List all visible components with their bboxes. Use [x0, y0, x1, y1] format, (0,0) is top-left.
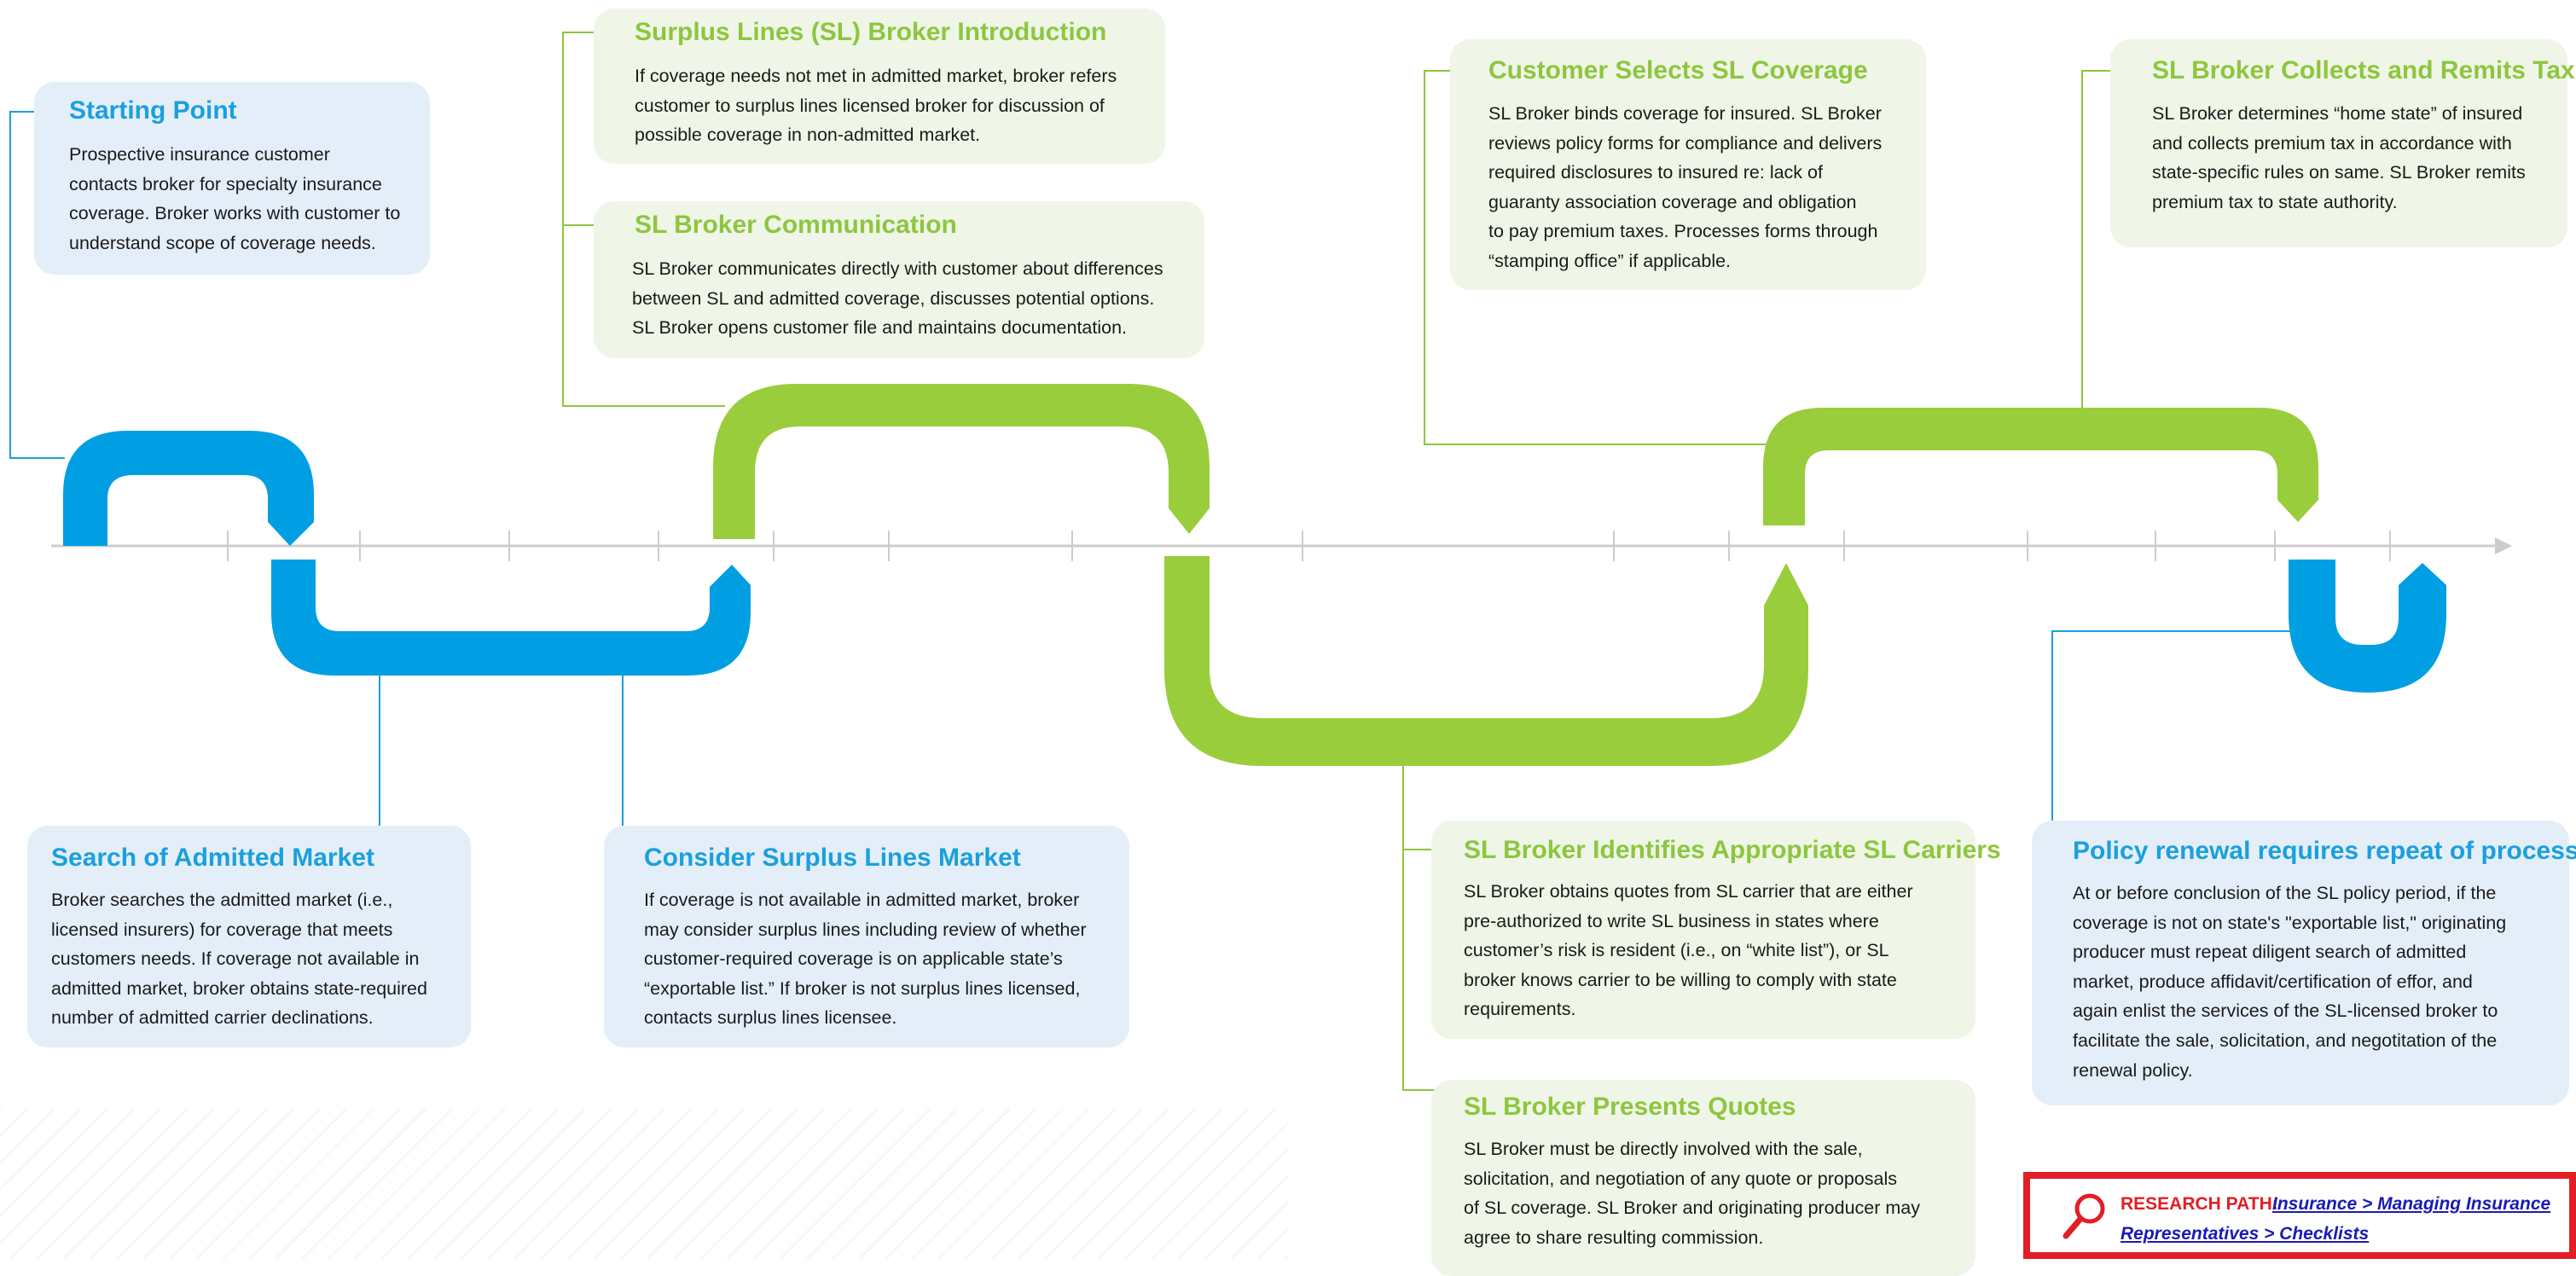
step-description: If coverage needs not met in admitted ma…: [635, 66, 1117, 146]
research-path-box: RESEARCH PATH: Insurance > Managing Insu…: [2023, 1172, 2576, 1259]
step-description: Broker searches the admitted market (i.e…: [51, 890, 427, 1029]
step-description: At or before conclusion of the SL policy…: [2073, 883, 2507, 1081]
step-card-sl-broker-presents-quotes: SL Broker Presents Quotes SL Broker must…: [1431, 1080, 1976, 1276]
step-title: Policy renewal requires repeat of proces…: [2073, 837, 2576, 865]
timeline-arrowhead: [2495, 537, 2512, 554]
timeline-ticks: [227, 531, 2391, 561]
flow-band-blue-renewal: [2289, 560, 2446, 693]
step-card-sl-broker-introduction: Surplus Lines (SL) Broker Introduction I…: [594, 9, 1165, 164]
step-title: SL Broker Communication: [635, 211, 957, 239]
background-stripes: [0, 1109, 1288, 1259]
step-title: Customer Selects SL Coverage: [1488, 56, 1868, 84]
step-card-customer-selects-coverage: Customer Selects SL Coverage SL Broker b…: [1450, 39, 1926, 290]
step-description: SL Broker must be directly involved with…: [1464, 1139, 1921, 1248]
step-card-sl-broker-communication: SL Broker Communication SL Broker commun…: [594, 201, 1204, 358]
flow-band-green-2: [1164, 556, 1808, 766]
step-title: SL Broker Identifies Appropriate SL Carr…: [1464, 836, 2001, 864]
research-path-link-continued[interactable]: Representatives > Checklists: [2121, 1224, 2370, 1244]
step-description: SL Broker communicates directly with cus…: [632, 258, 1163, 339]
magnifier-icon: [2063, 1193, 2105, 1239]
flow-band-blue-2: [271, 560, 751, 676]
step-title: SL Broker Collects and Remits Tax: [2152, 56, 2575, 84]
step-card-search-admitted-market: Search of Admitted Market Broker searche…: [27, 826, 471, 1047]
step-card-identify-sl-carriers: SL Broker Identifies Appropriate SL Carr…: [1431, 821, 2001, 1039]
step-description: SL Broker binds coverage for insured. SL…: [1488, 103, 1883, 271]
step-title: SL Broker Presents Quotes: [1464, 1093, 1796, 1121]
research-path-link[interactable]: Insurance > Managing Insurance: [2272, 1194, 2551, 1214]
step-title: Surplus Lines (SL) Broker Introduction: [635, 18, 1107, 46]
step-card-starting-point: Starting Point Prospective insurance cus…: [34, 82, 430, 275]
flow-band-green-3: [1763, 408, 2318, 525]
step-card-consider-surplus-lines: Consider Surplus Lines Market If coverag…: [604, 826, 1129, 1047]
step-title: Search of Admitted Market: [51, 844, 374, 872]
step-description: SL Broker obtains quotes from SL carrier…: [1464, 881, 1913, 1020]
step-description: If coverage is not available in admitted…: [644, 890, 1087, 1029]
research-path-label: RESEARCH PATH:: [2121, 1194, 2278, 1214]
flow-band-blue-1: [63, 431, 314, 546]
step-card-sl-broker-collects-tax: SL Broker Collects and Remits Tax SL Bro…: [2110, 39, 2575, 247]
step-description: SL Broker determines “home state” of ins…: [2152, 103, 2526, 212]
flow-band-green-1: [713, 384, 1210, 539]
step-card-policy-renewal: Policy renewal requires repeat of proces…: [2032, 821, 2576, 1105]
step-title: Consider Surplus Lines Market: [644, 844, 1021, 872]
step-title: Starting Point: [69, 96, 237, 125]
